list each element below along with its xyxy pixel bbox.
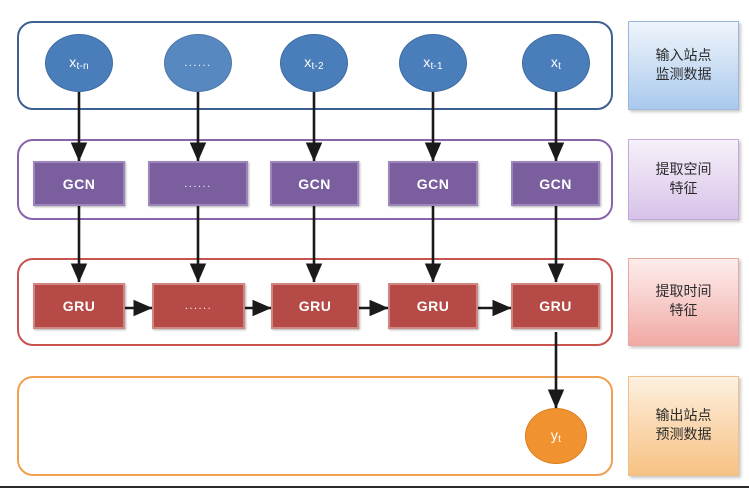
gru-box-3[interactable]: GRU — [388, 283, 478, 329]
legend-output: 输出站点 预测数据 — [628, 376, 739, 476]
legend-output-line1: 输出站点 — [655, 408, 712, 425]
input-node-3[interactable]: xt-1 — [399, 34, 467, 92]
output-node-yt[interactable]: yt — [525, 408, 587, 464]
input-node-0-label: xt-n — [69, 54, 89, 72]
input-node-2[interactable]: xt-2 — [280, 34, 348, 92]
gru-box-0[interactable]: GRU — [33, 283, 125, 329]
gcn-box-2-label: GCN — [298, 175, 331, 192]
legend-temporal-line1: 提取时间 — [655, 284, 712, 301]
output-node-yt-label: yt — [550, 427, 562, 445]
gcn-box-4[interactable]: GCN — [511, 161, 600, 206]
gcn-box-4-label: GCN — [539, 175, 572, 192]
input-node-1[interactable]: ...... — [164, 34, 232, 92]
input-node-3-label: xt-1 — [423, 54, 443, 72]
input-node-0[interactable]: xt-n — [45, 34, 113, 92]
gcn-box-1[interactable]: ...... — [148, 161, 248, 206]
gcn-box-1-label: ...... — [184, 177, 212, 190]
gru-box-2-label: GRU — [298, 298, 332, 314]
legend-input: 输入站点 监测数据 — [628, 21, 739, 110]
legend-input-line1: 输入站点 — [655, 47, 712, 64]
gru-box-3-label: GRU — [416, 298, 450, 314]
legend-temporal-line2: 特征 — [669, 303, 698, 319]
band-output-layer — [17, 376, 613, 476]
gru-box-1-label: ...... — [184, 300, 213, 312]
input-node-4[interactable]: xt — [522, 34, 590, 92]
gcn-box-0-label: GCN — [62, 175, 96, 192]
legend-spatial: 提取空间 特征 — [628, 139, 739, 220]
input-node-1-label: ...... — [184, 57, 212, 69]
legend-output-line2: 预测数据 — [655, 427, 712, 443]
bottom-divider — [0, 486, 749, 488]
gcn-box-3-label: GCN — [416, 175, 450, 192]
gcn-box-3[interactable]: GCN — [388, 161, 478, 206]
gru-box-0-label: GRU — [62, 298, 96, 314]
legend-input-line2: 监测数据 — [655, 66, 712, 83]
gcn-box-0[interactable]: GCN — [33, 161, 125, 206]
input-node-2-label: xt-2 — [304, 54, 324, 72]
gru-box-1[interactable]: ...... — [152, 283, 245, 329]
gru-box-4[interactable]: GRU — [511, 283, 600, 329]
legend-temporal: 提取时间 特征 — [628, 258, 739, 346]
gcn-box-2[interactable]: GCN — [270, 161, 359, 206]
legend-spatial-line1: 提取空间 — [655, 161, 712, 178]
gru-box-2[interactable]: GRU — [271, 283, 359, 329]
legend-spatial-line2: 特征 — [669, 180, 698, 197]
gru-box-4-label: GRU — [539, 298, 572, 314]
input-node-4-label: xt — [550, 54, 562, 72]
